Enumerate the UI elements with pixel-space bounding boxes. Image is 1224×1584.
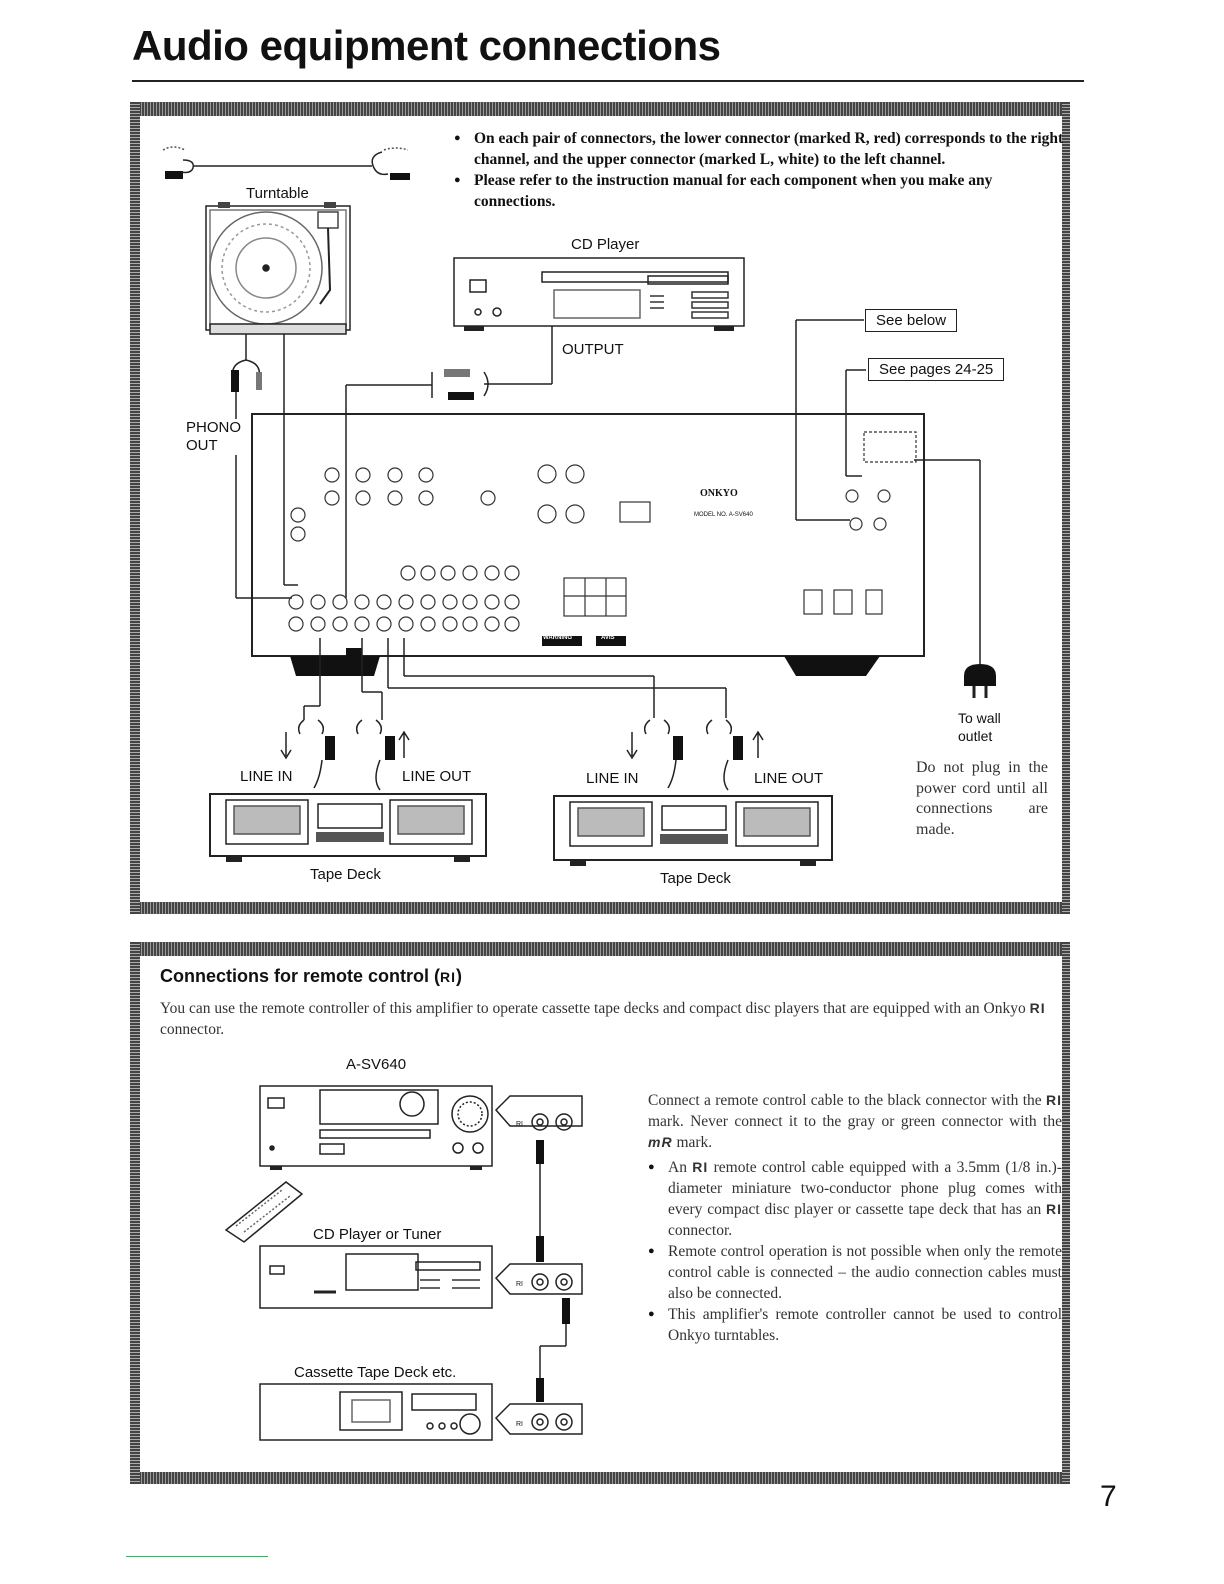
cd-player-label: CD Player: [571, 236, 640, 253]
see-pages-callout: See pages 24-25: [868, 358, 1005, 381]
tape-deck-label: Tape Deck: [660, 870, 731, 887]
page-number: 7: [1100, 1480, 1117, 1513]
see-below-callout: See below: [865, 309, 958, 332]
list-item: An RI remote control cable equipped with…: [648, 1157, 1062, 1241]
connect-text: Connect a remote control cable to the bl…: [648, 1092, 1042, 1109]
remote-section-title: Connections for remote control (RI): [160, 966, 462, 987]
tape-deck-2: [553, 795, 833, 866]
power-cord-warning: Do not plug in the power cord until all …: [916, 759, 1048, 838]
remote-section-intro: You can use the remote controller of thi…: [160, 998, 1065, 1040]
remote-section-title-end: ): [456, 966, 463, 986]
ri-cables: [536, 1140, 570, 1402]
bullet-text: connector.: [668, 1222, 733, 1239]
wall-outlet-label: To wall outlet: [958, 710, 1001, 744]
ri-mark-icon: RI: [692, 1159, 709, 1175]
turntable-label: Turntable: [246, 185, 309, 202]
rca-cable-icon: [162, 146, 410, 180]
output-label: OUTPUT: [562, 341, 624, 358]
remote-controller: [224, 1181, 304, 1243]
cd-tuner-front: [259, 1245, 493, 1309]
ri-jack-2: RI: [494, 1263, 583, 1295]
phono-cable: [231, 334, 298, 599]
callout-lines: [795, 319, 981, 672]
cassette-deck-label: Cassette Tape Deck etc.: [294, 1364, 457, 1381]
list-item: Remote control operation is not possible…: [648, 1241, 1062, 1304]
cd-tuner-label: CD Player or Tuner: [313, 1226, 442, 1243]
line-out-label: LINE OUT: [402, 768, 472, 785]
tape-plugs: [280, 719, 764, 791]
note-item: Please refer to the instruction manual f…: [454, 170, 1066, 212]
cassette-deck-front: [259, 1383, 493, 1441]
title-rule: [132, 80, 1084, 82]
model-label: A-SV640: [346, 1056, 407, 1073]
connection-notes: On each pair of connectors, the lower co…: [454, 128, 1066, 212]
receiver-rear-panel: ONKYO MODEL NO. A-SV640: [251, 413, 925, 676]
svg-text:RI: RI: [516, 1281, 523, 1288]
receiver-front: [259, 1085, 493, 1170]
power-plug-icon: [964, 664, 996, 698]
svg-text:RI: RI: [516, 1421, 523, 1428]
intro-text: You can use the remote controller of thi…: [160, 1000, 1026, 1017]
ri-mark-icon: RI: [440, 969, 457, 985]
ri-mark-icon: RI: [1029, 1000, 1046, 1016]
brand-text: ONKYO: [700, 488, 738, 499]
intro-text-end: connector.: [160, 1021, 225, 1038]
tape-deck-1: [209, 793, 487, 862]
svg-text:RI: RI: [516, 1121, 523, 1128]
connection-diagram-box: [130, 102, 1070, 914]
page-title: Audio equipment connections: [132, 22, 721, 69]
ri-mark-icon: RI: [1046, 1092, 1063, 1108]
tape-cables: [303, 638, 727, 720]
ri-jack-3: RI: [494, 1403, 583, 1435]
remote-section-title-text: Connections for remote control (: [160, 966, 441, 986]
line-in-label: LINE IN: [240, 768, 293, 785]
connect-text: mark. Never connect it to the gray or gr…: [648, 1113, 1062, 1130]
tape-deck-label: Tape Deck: [310, 866, 381, 883]
turntable: [205, 202, 351, 335]
cd-player: [453, 257, 745, 331]
avis-tag: AVIS: [601, 635, 615, 641]
phono-out-label: PHONO OUT: [186, 419, 242, 455]
bullet-text: remote control cable equipped with a 3.5…: [668, 1159, 1062, 1218]
ri-jack-1: RI: [494, 1095, 583, 1131]
footer-line: [126, 1556, 268, 1557]
cd-output-cable: [345, 326, 553, 598]
connect-paragraph: Connect a remote control cable to the bl…: [648, 1090, 1062, 1153]
model-text: MODEL NO. A-SV640: [694, 512, 753, 518]
ri-mark-icon: RI: [1046, 1201, 1062, 1217]
line-in-label: LINE IN: [586, 770, 639, 787]
list-item: This amplifier's remote controller canno…: [648, 1304, 1062, 1346]
line-out-label: LINE OUT: [754, 770, 824, 787]
remote-section-box: [130, 942, 1070, 1484]
warning-tag: WARNING: [543, 635, 572, 641]
remote-bullets: An RI remote control cable equipped with…: [648, 1157, 1062, 1346]
bullet-text: An: [668, 1159, 687, 1176]
connect-text: mark.: [676, 1134, 713, 1151]
note-item: On each pair of connectors, the lower co…: [454, 128, 1066, 170]
remote-instructions: Connect a remote control cable to the bl…: [648, 1090, 1062, 1346]
mr-mark-icon: mR: [648, 1134, 673, 1150]
